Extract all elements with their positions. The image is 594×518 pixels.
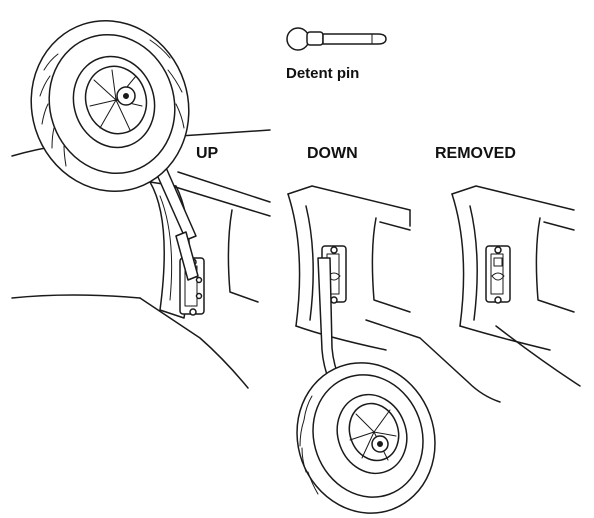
wheel-removed-view	[451, 185, 581, 387]
up-label: UP	[196, 145, 219, 162]
detent-pin-illustration	[286, 27, 387, 51]
wheel-up-view	[11, 19, 271, 389]
removed-label: REMOVED	[435, 145, 516, 162]
down-label: DOWN	[307, 145, 358, 162]
wheel-down-view	[287, 185, 501, 514]
detent-pin-label: Detent pin	[286, 65, 360, 82]
